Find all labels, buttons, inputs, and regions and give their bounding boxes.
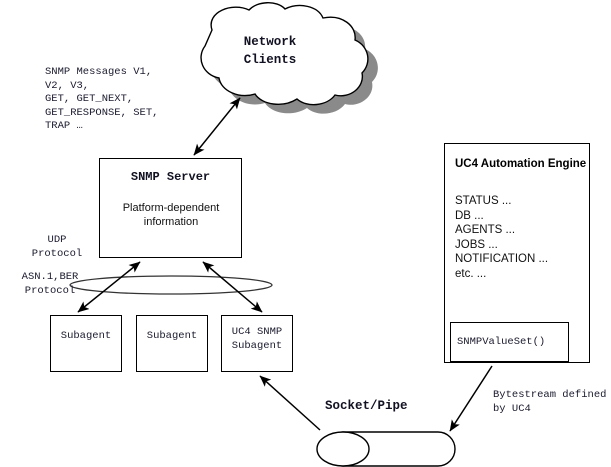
uc4-automation-engine-items: STATUS ... DB ... AGENTS ... JOBS ... NO… [455, 195, 549, 280]
snmp-server-title: SNMP Server [130, 170, 211, 184]
snmp-valueset-box: SNMPValueSet() [450, 322, 569, 362]
bytestream-label: Bytestream defined by UC4 [493, 389, 607, 415]
uc4-automation-engine-title: UC4 Automation Engine [455, 158, 587, 170]
platform-dependent-info-label: Platform-dependent information [122, 202, 220, 228]
uc4-automation-engine-box: UC4 Automation Engine STATUS ... DB ... … [444, 143, 590, 363]
snmp-valueset-label: SNMPValueSet() [457, 336, 546, 348]
subagent-box-1: Subagent [50, 315, 122, 372]
subagent-box-2: Subagent [136, 315, 208, 372]
connector-socket-to-uc4-subagent [259, 375, 321, 431]
connector-snmp-server-to-subagent-1 [77, 261, 141, 313]
snmp-messages-annotation: SNMP Messages V1, V2, V3, GET, GET_NEXT,… [45, 66, 159, 132]
subagent-label-1: Subagent [60, 330, 112, 342]
network-clients-label: Network Clients [243, 35, 297, 67]
platform-dependent-info-box: Platform-dependent information [109, 194, 233, 240]
uc4-snmp-subagent-box: UC4 SNMP Subagent [221, 315, 293, 372]
protocol-bus-ellipse [69, 275, 273, 295]
connector-snmp-server-to-subagent-3 [202, 261, 263, 313]
connector-cloud-to-snmp-server [193, 97, 241, 156]
uc4-snmp-subagent-label: UC4 SNMP Subagent [231, 326, 283, 352]
udp-protocol-label: UDP Protocol [31, 234, 83, 260]
cloud-shape [200, 2, 369, 106]
subagent-label-2: Subagent [146, 330, 198, 342]
connector-uc4-engine-to-socket [449, 365, 493, 432]
snmp-server-box: SNMP Server Platform-dependent informati… [99, 158, 242, 258]
socket-pipe-label: Socket/Pipe [325, 399, 408, 413]
socket-pipe-shape [316, 431, 456, 467]
asn-ber-protocol-label: ASN.1,BER Protocol [21, 271, 79, 297]
